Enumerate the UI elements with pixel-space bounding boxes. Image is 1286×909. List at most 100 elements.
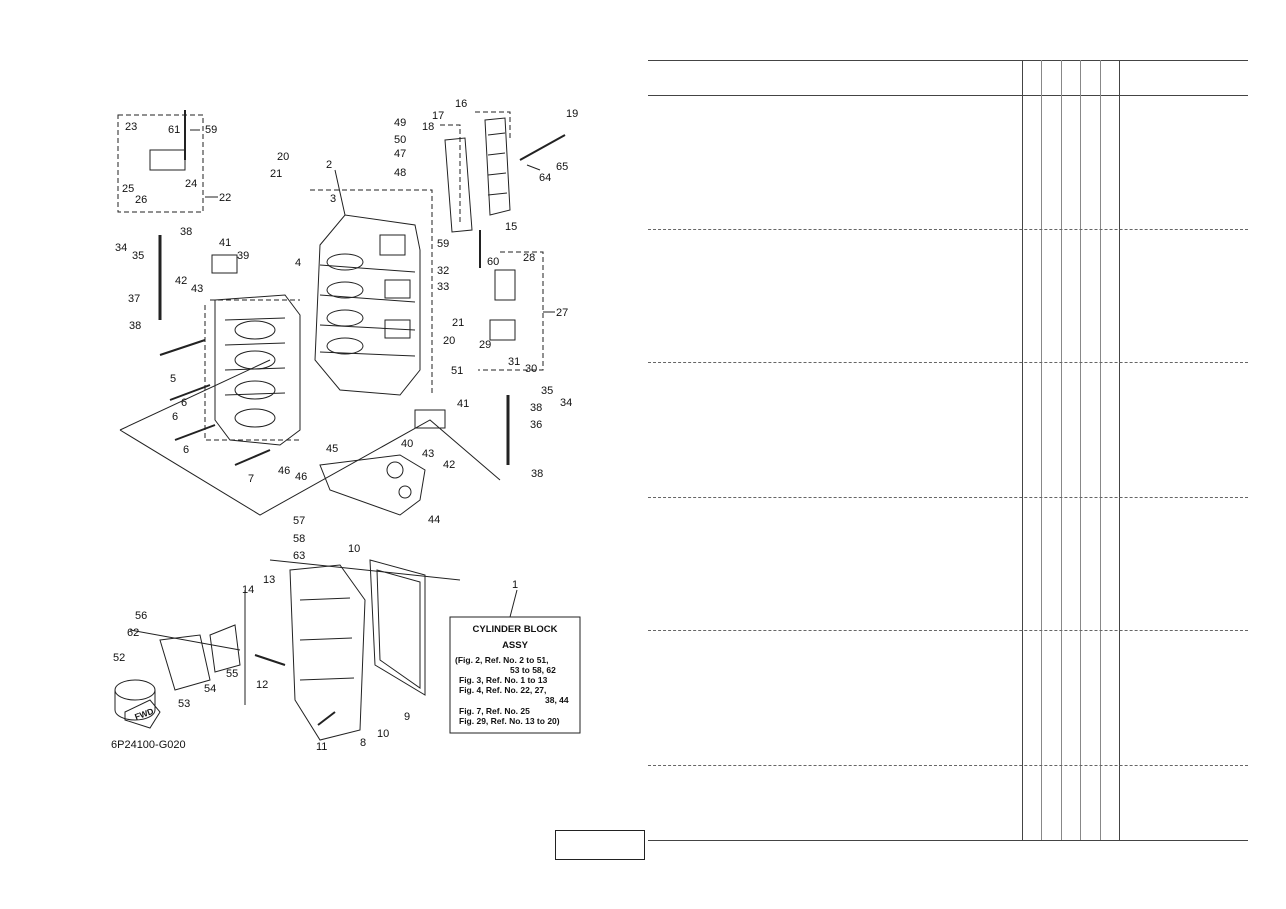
callout-number: 23: [125, 121, 137, 133]
table-dashed-rule: [648, 630, 1248, 631]
table-column-divider: [1061, 60, 1062, 840]
callout-number: 46: [295, 471, 307, 483]
callout-number: 42: [443, 459, 455, 471]
callout-number: 27: [556, 307, 568, 319]
callout-number: 43: [191, 283, 203, 295]
callout-number: 33: [437, 281, 449, 293]
callout-number: 35: [132, 250, 144, 262]
callout-number: 54: [204, 683, 216, 695]
callout-number: 48: [394, 167, 406, 179]
callout-number: 58: [293, 533, 305, 545]
label-box-line: Fig. 29, Ref. No. 13 to 20): [459, 716, 560, 726]
label-box-line: (Fig. 2, Ref. No. 2 to 51,: [455, 655, 549, 665]
callout-number: 32: [437, 265, 449, 277]
callout-number: 5: [170, 373, 176, 385]
table-bottom-rule: [648, 840, 1248, 841]
callout-number: 61: [168, 124, 180, 136]
callout-number: 28: [523, 252, 535, 264]
callout-number: 10: [348, 543, 360, 555]
callout-number: 49: [394, 117, 406, 129]
callout-number: 14: [242, 584, 254, 596]
callout-number: 21: [452, 317, 464, 329]
callout-number: 18: [422, 121, 434, 133]
callout-number: 30: [525, 363, 537, 375]
callout-number: 59: [205, 124, 217, 136]
callout-number: 20: [277, 151, 289, 163]
callout-number: 17: [432, 110, 444, 122]
label-box-line: 38, 44: [545, 695, 569, 705]
callout-number: 19: [566, 108, 578, 120]
callout-number: 52: [113, 652, 125, 664]
label-box-title-1: CYLINDER BLOCK: [473, 624, 558, 635]
callout-number: 64: [539, 172, 551, 184]
callout-number: 31: [508, 356, 520, 368]
callout-number: 34: [560, 397, 572, 409]
callout-number: 34: [115, 242, 127, 254]
callout-number: 39: [237, 250, 249, 262]
callout-number: 13: [263, 574, 275, 586]
diagram-code: 6P24100-G020: [111, 739, 186, 751]
callout-number: 47: [394, 148, 406, 160]
callout-number: 36: [530, 419, 542, 431]
callout-number: 60: [487, 256, 499, 268]
callout-number: 7: [248, 473, 254, 485]
callout-number: 21: [270, 168, 282, 180]
table-dashed-rule: [648, 229, 1248, 230]
callout-number: 11: [316, 741, 327, 753]
callout-number: 41: [219, 237, 231, 249]
callout-number: 46: [278, 465, 290, 477]
callout-number: 53: [178, 698, 190, 710]
callout-number: 24: [185, 178, 197, 190]
callout-number: 26: [135, 194, 147, 206]
exploded-parts-diagram: 1 2 3 4 5 6 6 6 7 8 9 10 10 11 12 13 14 …: [0, 0, 640, 909]
callout-number: 1: [512, 579, 518, 591]
callout-number: 62: [127, 627, 139, 639]
callout-number: 57: [293, 515, 305, 527]
label-box-line: 53 to 58, 62: [510, 665, 556, 675]
callout-number: 40: [401, 438, 413, 450]
callout-number: 2: [326, 159, 332, 171]
callout-number: 45: [326, 443, 338, 455]
table-top-rule: [648, 60, 1248, 61]
table-dashed-rule: [648, 765, 1248, 766]
table-column-divider: [1100, 60, 1101, 840]
table-dashed-rule: [648, 497, 1248, 498]
callout-number: 3: [330, 193, 336, 205]
callout-number: 22: [219, 192, 231, 204]
callout-number: 6: [172, 411, 178, 423]
table-column-divider: [1119, 60, 1120, 840]
callout-number: 44: [428, 514, 440, 526]
table-header-rule: [648, 95, 1248, 96]
callout-number: 6: [181, 397, 187, 409]
callout-number: 8: [360, 737, 366, 749]
callout-number: 65: [556, 161, 568, 173]
callout-number: 9: [404, 711, 410, 723]
callout-number: 55: [226, 668, 238, 680]
callout-number: 42: [175, 275, 187, 287]
callout-number: 38: [129, 320, 141, 332]
label-box-title-2: ASSY: [502, 640, 529, 651]
callout-number: 25: [122, 183, 134, 195]
callout-number: 16: [455, 98, 467, 110]
callout-number: 51: [451, 365, 463, 377]
callout-numbers: 1 2 3 4 5 6 6 6 7 8 9 10 10 11 12 13 14 …: [113, 98, 578, 753]
callout-number: 38: [531, 468, 543, 480]
fwd-label: FWD: [133, 706, 155, 722]
table-column-divider: [1041, 60, 1042, 840]
callout-number: 56: [135, 610, 147, 622]
callout-number: 63: [293, 550, 305, 562]
callout-number: 6: [183, 444, 189, 456]
table-column-divider: [1022, 60, 1023, 840]
callout-number: 50: [394, 134, 406, 146]
callout-number: 20: [443, 335, 455, 347]
callout-number: 59: [437, 238, 449, 250]
callout-number: 41: [457, 398, 469, 410]
callout-number: 37: [128, 293, 140, 305]
callout-number: 12: [256, 679, 268, 691]
callout-number: 10: [377, 728, 389, 740]
callout-number: 43: [422, 448, 434, 460]
callout-number: 4: [295, 257, 301, 269]
table-column-divider: [1080, 60, 1081, 840]
callout-number: 35: [541, 385, 553, 397]
parts-list-table: [648, 60, 1248, 842]
